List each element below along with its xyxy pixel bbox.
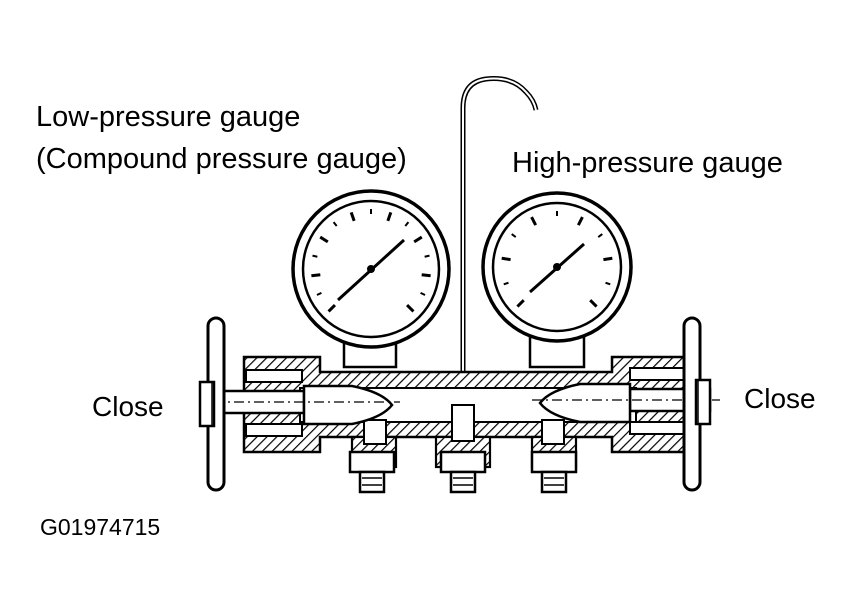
dial-tick (312, 254, 318, 258)
dial-tick (424, 254, 430, 258)
dial-tick (406, 304, 415, 313)
dial-tick (516, 299, 525, 308)
dial-tick (501, 256, 511, 262)
left-handwheel-icon (198, 316, 226, 492)
right-handwheel-icon (682, 316, 712, 492)
dial-tick (349, 211, 356, 222)
hose-fitting-center (439, 450, 487, 494)
low-pressure-gauge-label: Low-pressure gauge (36, 101, 301, 133)
dial-tick (577, 216, 584, 226)
dial-tick (530, 216, 537, 226)
dial-tick (603, 256, 613, 262)
compound-pressure-gauge-label: (Compound pressure gauge) (36, 143, 407, 175)
dial-tick (421, 273, 431, 278)
dial-tick (503, 281, 509, 286)
dial-tick (311, 273, 321, 278)
dial-tick (404, 221, 410, 227)
close-label-right: Close (744, 383, 816, 414)
dial-tick (420, 291, 426, 296)
dial-tick (597, 233, 603, 238)
dial-tick (332, 221, 338, 227)
left-valve-spindle (212, 369, 400, 437)
hose-fitting-left (348, 450, 396, 494)
dial-tick (413, 235, 423, 244)
close-label-left: Close (92, 391, 164, 422)
high-pressure-gauge-label: High-pressure gauge (512, 147, 783, 179)
high-pressure-gauge-icon (481, 191, 633, 343)
low-pressure-gauge-icon (291, 189, 451, 349)
dial-tick (386, 211, 393, 222)
figure-code: G01974715 (40, 514, 161, 540)
dial-tick (319, 235, 329, 244)
dial-tick (605, 281, 611, 286)
dial-tick (327, 304, 336, 313)
dial-tick (589, 299, 598, 308)
dial-tick (511, 233, 517, 238)
dial-tick (316, 291, 322, 296)
hose-fitting-right (530, 450, 578, 494)
